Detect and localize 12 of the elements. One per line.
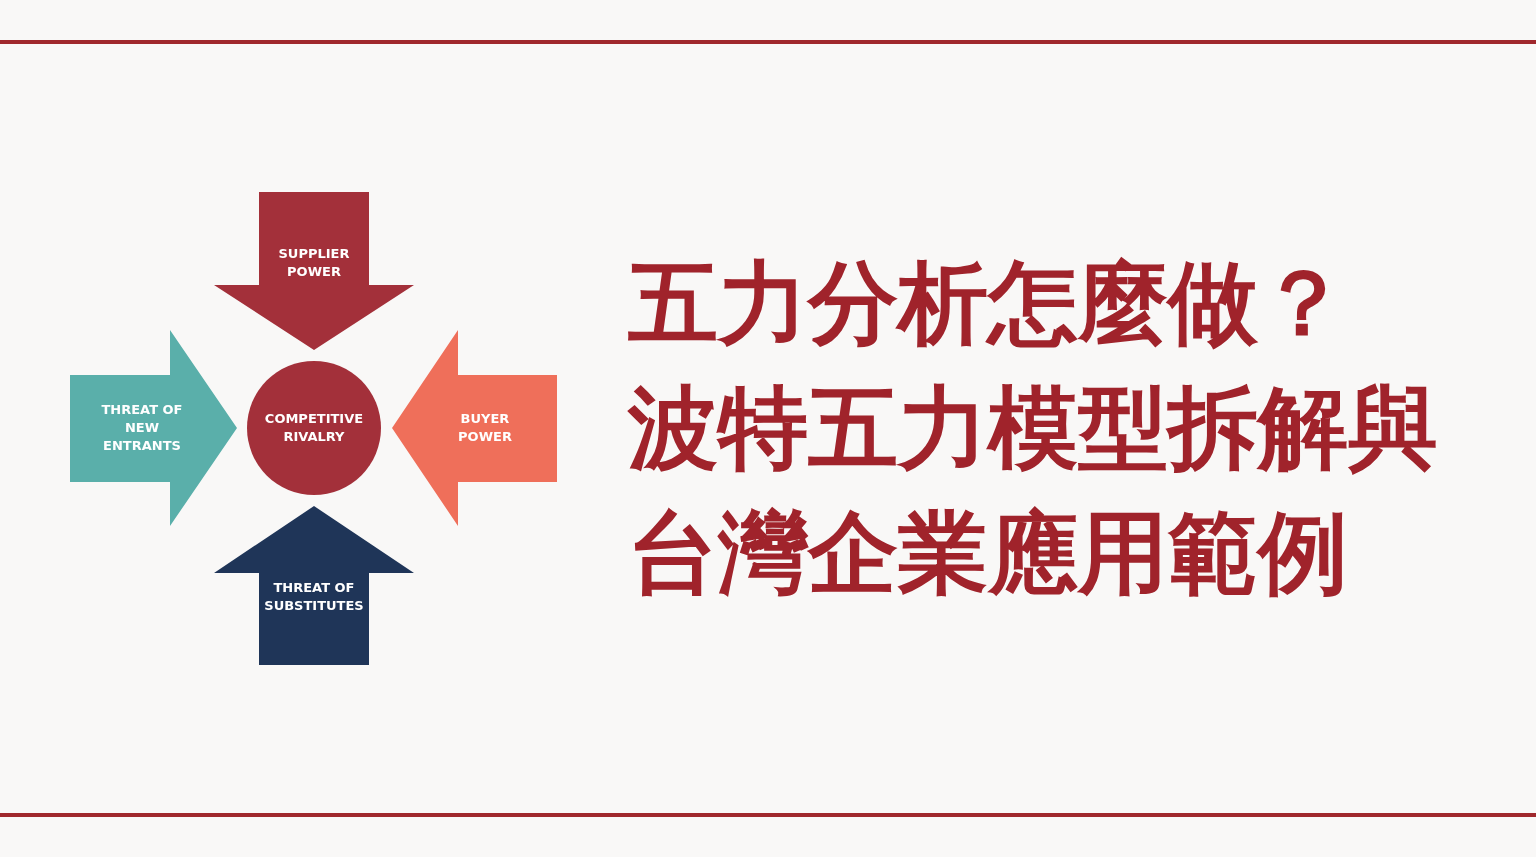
title: 五力分析怎麼做？	[628, 249, 1349, 357]
force-arrow	[70, 330, 237, 526]
force-label: COMPETITIVE RIVALRY	[263, 410, 365, 446]
subtitle: 波特五力模型拆解與台灣企業應用範例	[628, 374, 1439, 607]
force-arrow	[392, 330, 557, 526]
force-label: SUPPLIER POWER	[277, 245, 351, 281]
force-label: THREAT OF SUBSTITUTES	[263, 579, 365, 615]
force-label: THREAT OF NEW ENTRANTS	[100, 401, 184, 455]
center-circle	[247, 361, 381, 495]
force-label: BUYER POWER	[457, 410, 513, 446]
force-arrow	[214, 506, 414, 665]
force-arrow	[214, 192, 414, 350]
